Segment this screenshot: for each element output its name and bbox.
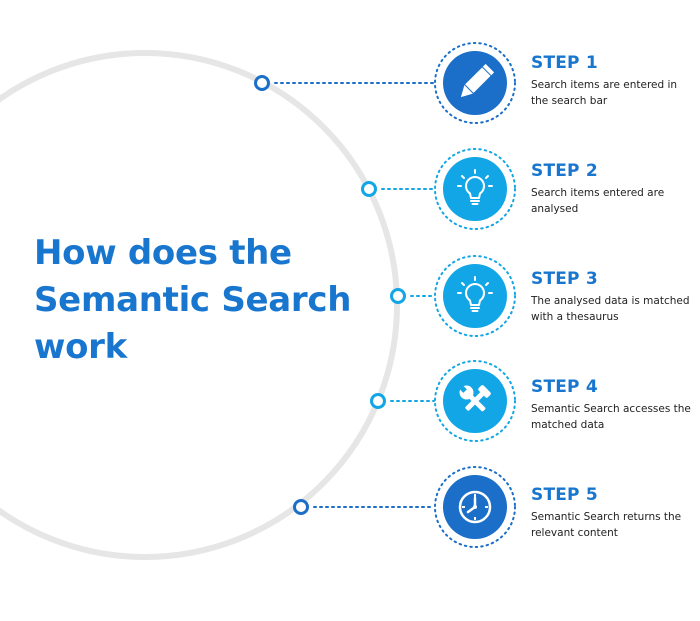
- pencil-icon: [460, 63, 495, 98]
- step-5-badge: [434, 466, 516, 548]
- step-1-title: STEP 1: [531, 53, 598, 73]
- step-1-badge: [434, 42, 516, 124]
- step-4-title: STEP 4: [531, 377, 598, 397]
- lightbulb-icon: [457, 276, 493, 312]
- lightbulb-icon: [457, 169, 493, 205]
- step-3-text: STEP 3 The analysed data is matched with…: [531, 268, 696, 325]
- headline-line-1: How does the: [34, 233, 292, 273]
- step-5-connector: [293, 499, 435, 515]
- step-2-connector: [361, 181, 435, 197]
- step-3-connector: [390, 288, 435, 304]
- step-2-badge: [434, 148, 516, 230]
- headline-line-3: work: [34, 327, 127, 367]
- tools-icon: [458, 384, 491, 412]
- step-4-badge: [434, 360, 516, 442]
- step-3-badge: [434, 255, 516, 337]
- step-1-connector: [254, 75, 435, 91]
- headline: How does the Semantic Search work: [34, 230, 354, 371]
- step-1-description: Search items are entered in the search b…: [531, 79, 678, 107]
- step-3-description: The analysed data is matched with a thes…: [531, 295, 690, 323]
- step-4-text: STEP 4 Semantic Search accesses the matc…: [531, 376, 696, 433]
- step-4-connector: [370, 393, 435, 409]
- step-2-title: STEP 2: [531, 161, 598, 181]
- big-ring: [0, 50, 400, 560]
- headline-line-2: Semantic Search: [34, 280, 352, 320]
- step-4-description: Semantic Search accesses the matched dat…: [531, 403, 691, 431]
- step-2-description: Search items entered are analysed: [531, 187, 665, 215]
- step-5-description: Semantic Search returns the relevant con…: [531, 511, 682, 539]
- step-2-text: STEP 2 Search items entered are analysed: [531, 160, 696, 217]
- clock-icon: [458, 490, 492, 524]
- step-5-text: STEP 5 Semantic Search returns the relev…: [531, 484, 696, 541]
- step-5-title: STEP 5: [531, 485, 598, 505]
- step-3-title: STEP 3: [531, 269, 598, 289]
- step-1-text: STEP 1 Search items are entered in the s…: [531, 52, 696, 109]
